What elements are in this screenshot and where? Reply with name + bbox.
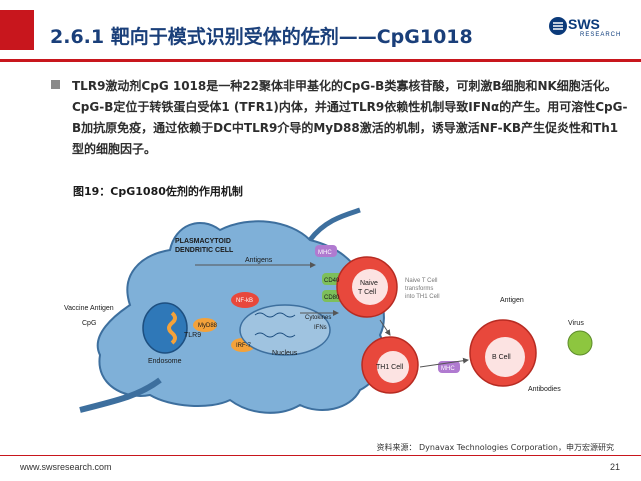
label-b-cell: B Cell [492, 354, 511, 361]
header-accent [0, 10, 34, 50]
label-cpg: CpG [82, 320, 96, 327]
label-ifns: IFNs [314, 325, 327, 331]
arrow-transform [379, 319, 391, 336]
header-divider [0, 59, 641, 62]
label-transform1: Naive T Cell [405, 278, 437, 284]
header-bar [0, 0, 641, 62]
label-tlr9: TLR9 [184, 332, 201, 339]
label-cytokines: Cytokines [305, 315, 331, 321]
dendritic-cell [96, 220, 385, 414]
label-antibodies: Antibodies [528, 386, 561, 393]
footer-divider [0, 455, 641, 456]
logo-subtext: RESEARCH [580, 32, 622, 38]
label-nfkb: NF-kB [236, 298, 253, 304]
cpg-mechanism-diagram: PLASMACYTOID DENDRITIC CELL Antigens Vac… [64, 207, 593, 414]
label-pdc2: DENDRITIC CELL [175, 247, 234, 254]
label-mhc-bottom: MHC [441, 366, 455, 372]
naive-t-nucleus [352, 269, 388, 305]
label-virus: Virus [568, 320, 584, 327]
virus [567, 330, 593, 356]
label-naive-t2: T Cell [358, 289, 377, 296]
dna-strand [254, 312, 296, 318]
dendrite-arm-2 [308, 207, 361, 242]
label-naive-t: Naive [360, 280, 378, 287]
b-nucleus [485, 337, 525, 377]
label-cd80: CD80 [324, 295, 340, 301]
label-th1: TH1 Cell [376, 364, 404, 371]
label-cd40: CD40 [324, 278, 340, 284]
dendrite-arm [79, 377, 162, 413]
label-transform2: transforms [405, 286, 433, 292]
endosome [142, 302, 188, 354]
label-antigen: Antigen [500, 297, 524, 304]
th1-nucleus [377, 351, 409, 383]
myd88 [193, 318, 217, 332]
label-antigens: Antigens [245, 257, 273, 264]
dna-strand-2 [254, 332, 296, 338]
label-mhc-top: MHC [318, 250, 332, 256]
nucleus [239, 304, 331, 356]
tlr9-receptor [167, 311, 177, 345]
arrow-th1-b [419, 357, 469, 368]
mhc-top [315, 245, 337, 257]
label-myd88: MyD88 [198, 323, 218, 329]
figure-caption: 图19：CpG1080佐剂的作用机制 [73, 185, 243, 198]
label-nucleus: Nucleus [272, 350, 298, 357]
label-endosome: Endosome [148, 358, 182, 365]
sws-logo [549, 17, 567, 35]
page-number: 21 [609, 462, 620, 472]
footer-url[interactable]: www.swsresearch.com [20, 462, 112, 472]
bullet-square [51, 80, 60, 89]
page-title: 2.6.1 靶向于模式识别受体的佐剂——CpG1018 [50, 26, 473, 48]
label-transform3: into TH1 Cell [405, 294, 440, 300]
source-note: 资料来源： Dynavax Technologies Corporation，申… [376, 443, 614, 452]
nfkb [231, 292, 259, 308]
body-paragraph: TLR9激动剂CpG 1018是一种22聚体非甲基化的CpG-B类寡核苷酸，可刺… [72, 79, 628, 156]
label-irf7: IRF-7 [236, 343, 252, 349]
label-vaccine-antigen: Vaccine Antigen [64, 305, 114, 312]
logo-text: SWS [568, 16, 600, 32]
label-pdc: PLASMACYTOID [175, 238, 231, 245]
